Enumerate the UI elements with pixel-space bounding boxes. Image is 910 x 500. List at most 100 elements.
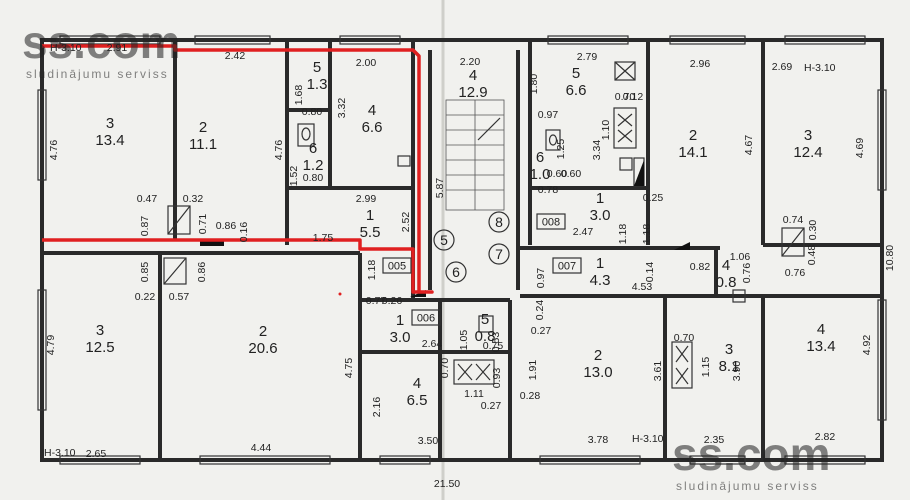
dimension-label: 0.14 (644, 262, 656, 283)
dimension-label: 0.75 (483, 340, 504, 352)
sink-icon (397, 155, 411, 167)
room-number: 2 (689, 127, 697, 144)
stair-marker-number: 5 (440, 232, 448, 248)
dimension-label: 0.76 (741, 263, 753, 284)
dimension-label: 2.69 (772, 61, 793, 73)
dimension-label: 1.06 (730, 251, 751, 263)
watermark-top-left: ss.com sludinājumu serviss (22, 16, 181, 81)
dimension-label: 2.16 (371, 397, 383, 418)
dimension-label: 0.25 (643, 192, 664, 204)
room-area: 4.3 (590, 272, 611, 289)
room-number: 1 (596, 190, 604, 207)
stair-marker-circle (488, 243, 510, 265)
chimney-icon (781, 227, 805, 257)
stair-marker-circle (445, 261, 467, 283)
dimension-label: 0.80 (302, 106, 323, 118)
toilet-icon (478, 315, 494, 333)
dimension-label: 1.18 (366, 260, 378, 281)
dimension-label: 4.44 (251, 442, 272, 454)
chimney-icon (163, 257, 187, 285)
dimension-label: 10.80 (884, 245, 896, 271)
apartment-number-box (382, 257, 412, 274)
ceiling-height-label: H-3.10 (44, 447, 76, 459)
stairwell (445, 99, 505, 211)
dimension-label: 0.60 (561, 168, 582, 180)
apartment-number-box (552, 257, 582, 274)
chimney-icon (167, 205, 191, 235)
stair-marker-circle (488, 211, 510, 233)
room-area: 13.4 (806, 338, 835, 355)
dimension-label: 0.30 (807, 220, 819, 241)
dimension-label: 2.96 (690, 58, 711, 70)
stair-marker-circle (433, 229, 455, 251)
dimension-label: 1.91 (527, 360, 539, 381)
room-area: 6.5 (407, 392, 428, 409)
dimension-label: 0.76 (785, 267, 806, 279)
dimension-label: 0.26 (382, 295, 403, 307)
room-number: 5 (572, 65, 580, 82)
dimension-label: 0.74 (783, 214, 804, 226)
toilet-icon (297, 123, 315, 147)
dimension-label: 2.65 (86, 448, 107, 460)
room-area: 11.1 (189, 136, 217, 153)
room-area: 14.1 (678, 144, 707, 161)
sink-icon (732, 289, 746, 303)
dimension-label: 0.86 (196, 262, 208, 283)
dimension-label: 4.76 (48, 140, 60, 161)
dimension-label: 0.57 (169, 291, 190, 303)
dimension-label: 0.22 (135, 291, 156, 303)
toilet-icon (545, 129, 561, 151)
dimension-label: 1.80 (528, 74, 540, 95)
ventilation-shaft-icon (671, 341, 693, 389)
red-dot-marker (338, 292, 342, 296)
dimension-label: 3.34 (591, 140, 603, 161)
dimension-label: 2.00 (356, 57, 377, 69)
dimension-label: 5.87 (434, 178, 446, 199)
room-area: 12.4 (793, 144, 822, 161)
dimension-label: 0.93 (491, 368, 503, 389)
dimension-label: 0.24 (534, 300, 546, 321)
windows (37, 35, 887, 465)
dimension-label: 4.75 (343, 358, 355, 379)
dimension-label: 0.32 (183, 193, 204, 205)
room-number: 4 (368, 102, 376, 119)
dimension-label: 0.97 (535, 268, 547, 289)
dimension-label: 2.79 (577, 51, 598, 63)
watermark-tagline: sludinājumu serviss (676, 479, 819, 493)
ceiling-height-label: H-3.10 (50, 42, 82, 54)
room-number: 3 (106, 115, 114, 132)
dimension-label: 21.50 (434, 478, 460, 490)
dimension-label: 0.28 (520, 390, 541, 402)
stair-marker-number: 6 (452, 264, 460, 280)
dimension-label: 0.53 (490, 332, 502, 353)
dimension-label: 0.97 (538, 109, 559, 121)
dimension-label: 1.11 (464, 388, 484, 400)
room-labels: 313.4211.151.346.661.215.5412.956.661.02… (85, 59, 835, 409)
room-area: 8.1 (719, 358, 740, 375)
dimension-label: 0.78 (538, 184, 559, 196)
dimension-label: 2.47 (573, 226, 594, 238)
interior-walls (42, 40, 882, 460)
room-area: 13.0 (583, 364, 612, 381)
room-area: 1.2 (303, 157, 324, 174)
apartment-number: 008 (542, 217, 560, 229)
dimension-label: 0.71 (197, 214, 209, 235)
room-area: 0.8 (475, 328, 496, 345)
dimension-label: 3.78 (588, 434, 609, 446)
dimension-label: 1.52 (288, 166, 300, 187)
room-number: 5 (481, 311, 489, 328)
dimension-label: 0.85 (139, 262, 151, 283)
room-number: 4 (722, 257, 730, 274)
dimension-label: 0.82 (690, 261, 711, 273)
dimension-label: 1.15 (700, 357, 712, 378)
dimension-label: 2.99 (356, 193, 377, 205)
ventilation-shaft-icon (614, 61, 636, 81)
room-number: 6 (536, 149, 544, 166)
watermark-brand: ss.com (672, 428, 831, 480)
dimension-label: 0.80 (303, 172, 324, 184)
apartment-number: 007 (558, 261, 576, 273)
